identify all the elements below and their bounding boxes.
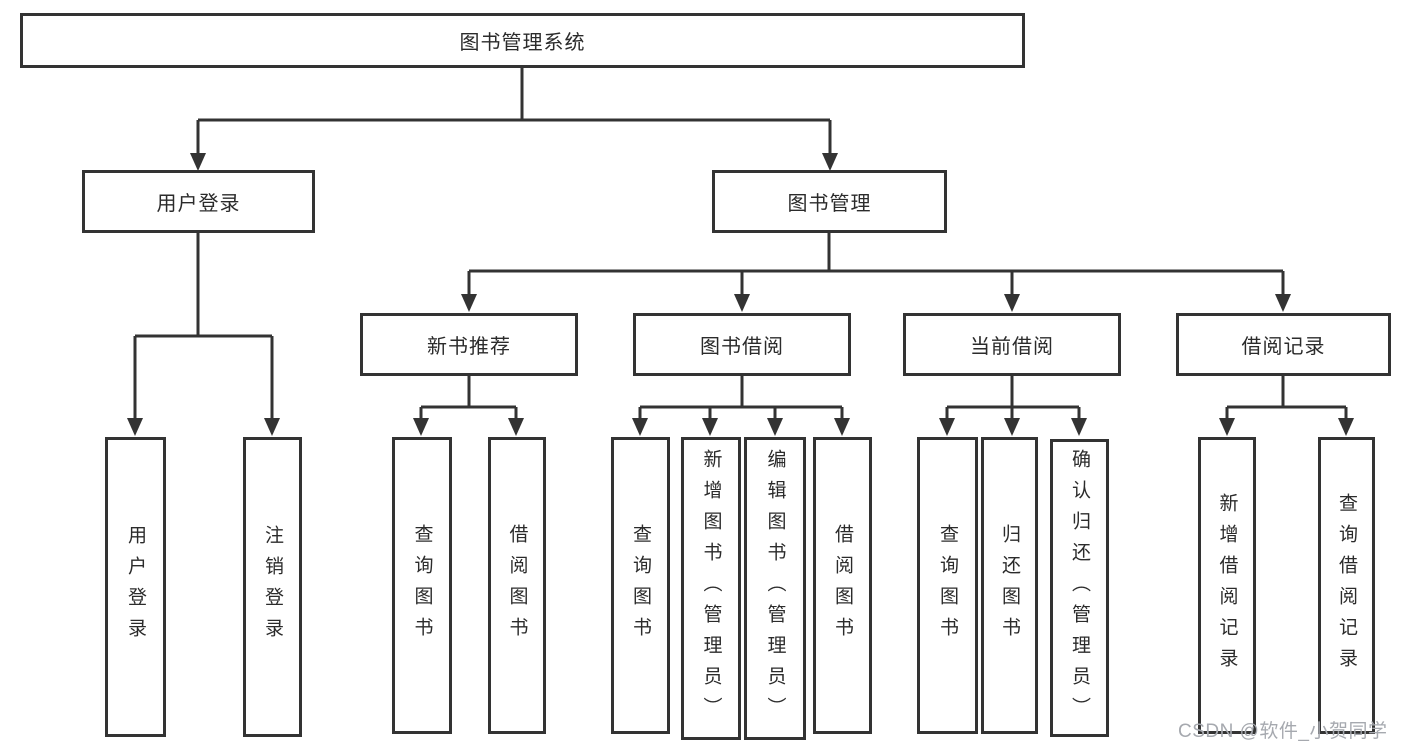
node-label: 借阅图书	[832, 523, 853, 648]
leaf-current-return-books: 归还图书	[981, 437, 1038, 734]
node-book-borrowing: 图书借阅	[633, 313, 851, 376]
node-label: 新增图书（管理员）	[700, 449, 722, 728]
leaf-logout: 注销登录	[243, 437, 302, 737]
node-label: 用户登录	[156, 193, 241, 215]
node-label: 图书管理系统	[459, 32, 586, 54]
node-label: 查询图书	[630, 523, 651, 648]
node-label: 归还图书	[999, 523, 1020, 648]
leaf-borrowing-add-books-admin: 新增图书（管理员）	[681, 437, 741, 740]
node-root-library-system: 图书管理系统	[20, 13, 1025, 68]
leaf-borrowing-edit-books-admin: 编辑图书（管理员）	[744, 437, 806, 740]
node-label: 借阅图书	[506, 523, 528, 648]
node-label: 图书管理	[787, 193, 872, 215]
node-label: 用户登录	[125, 525, 146, 649]
leaf-recommend-borrow-books: 借阅图书	[488, 437, 546, 734]
node-book-management: 图书管理	[712, 170, 947, 233]
node-label: 图书借阅	[700, 336, 784, 358]
leaf-recommend-query-books: 查询图书	[392, 437, 452, 734]
node-label: 借阅记录	[1241, 336, 1326, 358]
node-user-login: 用户登录	[82, 170, 315, 233]
node-label: 确认归还（管理员）	[1069, 448, 1090, 728]
csdn-watermark: CSDN @软件_小贺同学	[1178, 721, 1388, 742]
node-current-borrowing: 当前借阅	[903, 313, 1121, 376]
leaf-current-confirm-return-admin: 确认归还（管理员）	[1050, 439, 1109, 737]
node-label: 当前借阅	[970, 336, 1054, 358]
node-label: 查询借阅记录	[1336, 492, 1357, 679]
node-new-book-recommendation: 新书推荐	[360, 313, 578, 376]
node-label: 注销登录	[262, 525, 283, 649]
node-label: 查询图书	[937, 523, 958, 648]
node-label: 新书推荐	[427, 336, 511, 358]
leaf-borrowing-borrow-books: 借阅图书	[813, 437, 872, 734]
leaf-borrowing-query-books: 查询图书	[611, 437, 670, 734]
node-label: 查询图书	[411, 523, 433, 648]
node-borrowing-records: 借阅记录	[1176, 313, 1391, 376]
leaf-records-add-record: 新增借阅记录	[1198, 437, 1256, 734]
leaf-current-query-books: 查询图书	[917, 437, 978, 734]
node-label: 新增借阅记录	[1216, 492, 1238, 679]
leaf-records-query-record: 查询借阅记录	[1318, 437, 1375, 734]
node-label: 编辑图书（管理员）	[764, 449, 786, 728]
leaf-user-login: 用户登录	[105, 437, 166, 737]
